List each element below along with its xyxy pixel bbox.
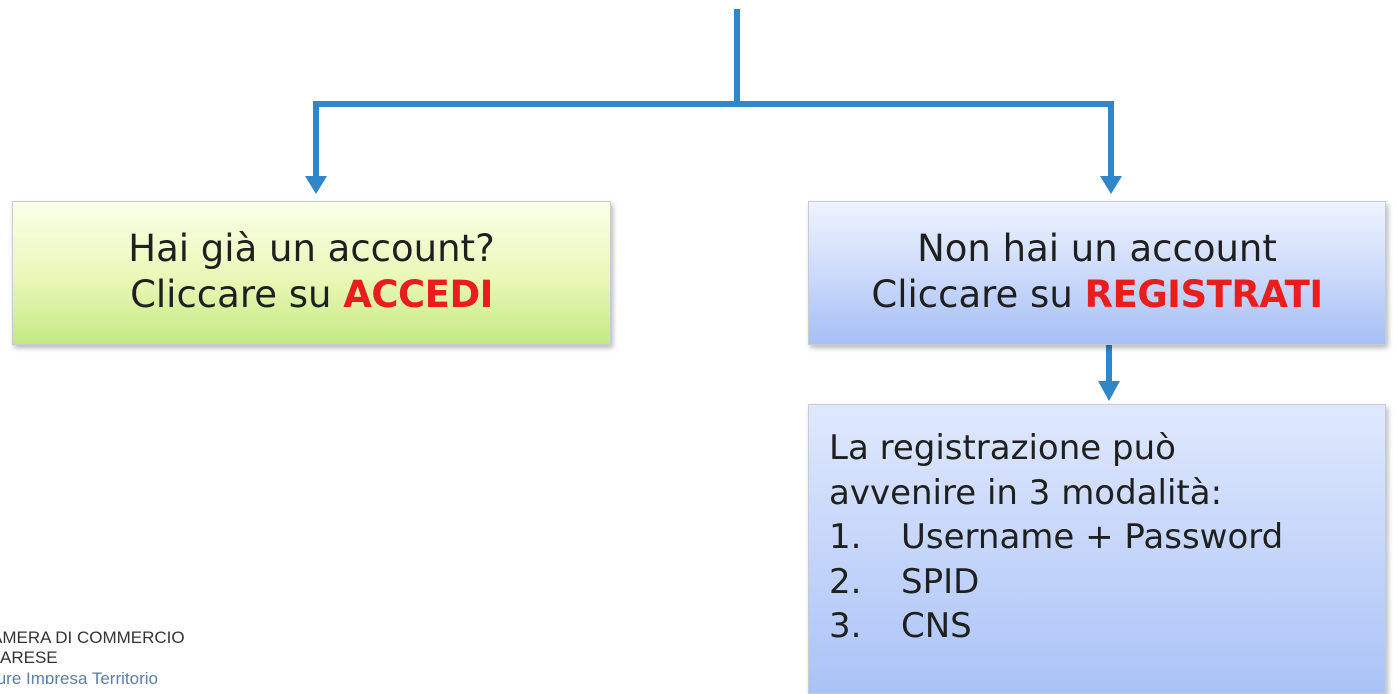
registrati-label: REGISTRATI [1084, 273, 1324, 316]
no-account-instruction: Cliccare su REGISTRATI [809, 272, 1385, 318]
list-item: 3. CNS [829, 604, 1385, 649]
list-item-label: Username + Password [901, 517, 1284, 557]
list-item-number: 2. [829, 561, 862, 602]
logo-line3: ture Impresa Territorio [0, 669, 158, 684]
accedi-label: ACCEDI [343, 273, 493, 316]
has-account-box: Hai già un account? Cliccare su ACCEDI [12, 201, 611, 345]
list-item: 1. Username + Password [829, 515, 1385, 560]
list-item: 2. SPID [829, 560, 1385, 605]
arrowhead-lower [1098, 381, 1120, 401]
chamber-of-commerce-logo: AMERA DI COMMERCIO ARESE ture Impresa Te… [0, 610, 260, 684]
registration-methods-list: 1. Username + Password 2. SPID 3. CNS [829, 515, 1385, 649]
no-account-box: Non hai un account Cliccare su REGISTRAT… [808, 201, 1386, 345]
logo-line1: AMERA DI COMMERCIO [0, 628, 185, 647]
logo-line2: ARESE [0, 648, 58, 667]
no-account-statement: Non hai un account [917, 227, 1277, 270]
registration-intro-line2: avvenire in 3 modalità: [829, 472, 1223, 513]
click-on-text: Cliccare su [871, 273, 1085, 316]
list-item-label: CNS [901, 606, 972, 646]
arrowhead-left [305, 176, 327, 194]
click-on-text: Cliccare su [130, 273, 344, 316]
arrowhead-right [1100, 176, 1122, 194]
list-item-label: SPID [901, 561, 980, 602]
list-item-number: 1. [829, 517, 862, 557]
has-account-question: Hai già un account? [128, 227, 495, 270]
has-account-instruction: Cliccare su ACCEDI [13, 272, 610, 318]
list-item-number: 3. [829, 606, 862, 646]
registration-methods-box: La registrazione può avvenire in 3 modal… [808, 404, 1386, 694]
registration-intro-line1: La registrazione può [829, 428, 1176, 468]
